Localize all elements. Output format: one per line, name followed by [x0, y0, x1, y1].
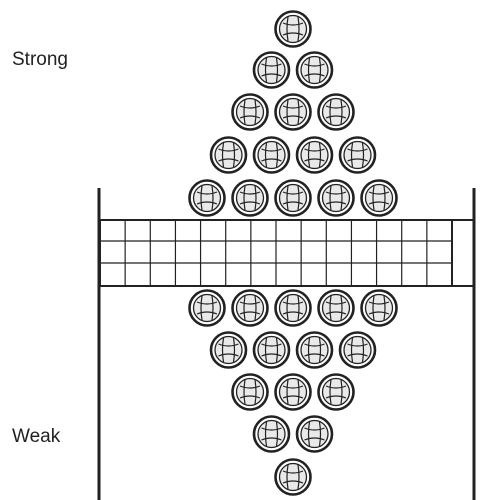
volleyball-icon	[252, 51, 291, 89]
net	[97, 188, 476, 500]
volleyball-icon	[231, 373, 269, 411]
volleyball-icon	[274, 93, 312, 131]
volleyball-icon	[317, 179, 355, 217]
volleyball-icon	[274, 373, 312, 411]
ball-formation	[188, 10, 398, 496]
label-strong: Strong	[12, 49, 68, 70]
volleyball-icon	[274, 179, 312, 217]
volleyball-icon	[338, 136, 377, 174]
volleyball-icon	[231, 289, 269, 327]
volleyball-icon	[317, 289, 355, 327]
volleyball-icon	[360, 179, 398, 217]
volleyball-icon	[338, 331, 377, 369]
volleyball-icon	[274, 10, 312, 48]
volleyball-icon	[295, 136, 334, 174]
volleyball-icon	[231, 93, 269, 131]
volleyball-icon	[209, 331, 248, 369]
volleyball-icon	[252, 331, 291, 369]
volleyball-icon	[295, 331, 334, 369]
volleyball-icon	[188, 179, 226, 217]
volleyball-icon	[317, 373, 355, 411]
volleyball-icon	[252, 415, 291, 453]
label-weak: Weak	[12, 426, 61, 447]
volleyball-icon	[295, 415, 334, 453]
volleyball-icon	[295, 51, 334, 89]
volleyball-icon	[360, 289, 398, 327]
volleyball-icon	[209, 136, 248, 174]
volleyball-icon	[252, 136, 291, 174]
volleyball-icon	[188, 289, 226, 327]
volleyball-icon	[274, 289, 312, 327]
volleyball-icon	[317, 93, 355, 131]
volleyball-icon	[231, 179, 269, 217]
volleyball-icon	[274, 458, 312, 496]
